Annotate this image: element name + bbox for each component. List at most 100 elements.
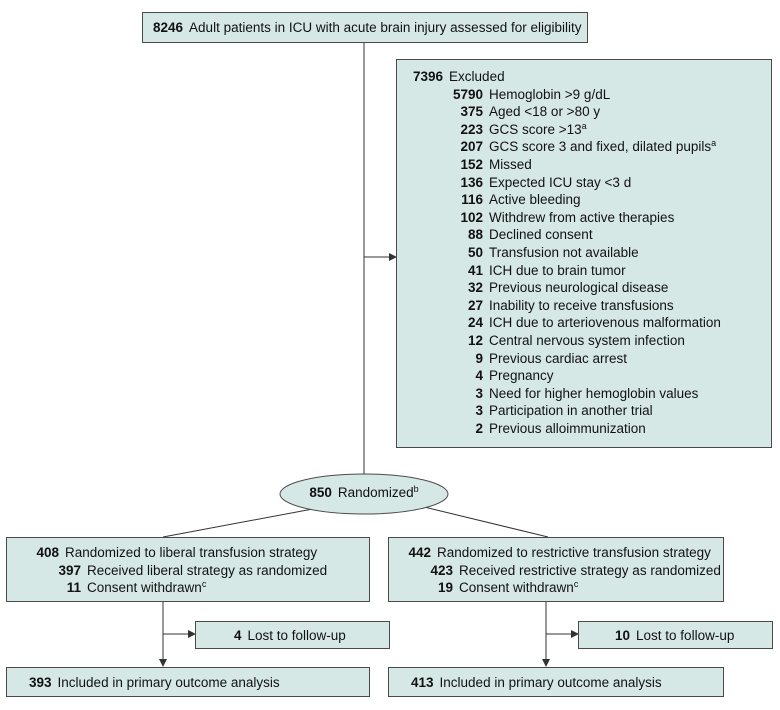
excluded-reason-label: ICH due to arteriovenous malformation xyxy=(489,315,721,331)
assessed-count: 8246 xyxy=(153,20,184,35)
excluded-reason-row: 375 Aged <18 or >80 y xyxy=(413,103,771,121)
restrictive-withdrawn-footnote: c xyxy=(573,579,579,590)
liberal-analysis-label: Included in primary outcome analysis xyxy=(57,675,280,690)
excluded-reason-row: 24 ICH due to arteriovenous malformation xyxy=(413,314,771,332)
line-randomized-to-restrictive xyxy=(419,505,549,538)
excluded-reason-label: Central nervous system infection xyxy=(489,332,685,348)
excluded-reason-label: Withdrew from active therapies xyxy=(489,209,675,225)
excluded-reason-count: 4 xyxy=(475,368,483,384)
restrictive-lost-box: 10 Lost to follow-up xyxy=(578,621,773,649)
excluded-reason-label: Pregnancy xyxy=(489,368,554,384)
excluded-reason-row: 152 Missed xyxy=(413,156,771,174)
restrictive-analysis-box: 413 Included in primary outcome analysis xyxy=(388,667,724,697)
excluded-reason-count: 9 xyxy=(475,350,483,366)
excluded-reason-count: 152 xyxy=(460,156,483,172)
excluded-reason-count: 375 xyxy=(460,104,483,120)
excluded-reason-count: 136 xyxy=(460,174,483,190)
excluded-reason-label: Hemoglobin >9 g/dL xyxy=(489,86,611,102)
excluded-reason-label: Missed xyxy=(489,156,532,172)
liberal-label: Randomized to liberal transfusion strate… xyxy=(65,545,318,560)
excluded-reason-label: GCS score 3 and fixed, dilated pupils xyxy=(489,139,712,155)
excluded-reason-row: 88 Declined consent xyxy=(413,226,771,244)
excluded-reasons-list: 5790 Hemoglobin >9 g/dL 375 Aged <18 or >80… xyxy=(413,86,771,438)
excluded-reason-count: 41 xyxy=(467,262,483,278)
excluded-reason-count: 2 xyxy=(475,420,483,436)
excluded-reason-count: 223 xyxy=(460,121,483,137)
randomized-footnote: b xyxy=(413,484,419,494)
liberal-analysis-box: 393 Included in primary outcome analysis xyxy=(6,667,370,697)
excluded-reason-row: 9 Previous cardiac arrest xyxy=(413,350,771,368)
restrictive-lost-count: 10 xyxy=(615,628,631,643)
liberal-lost-count: 4 xyxy=(234,628,242,643)
excluded-reason-row: 207 GCS score 3 and fixed, dilated pupils… xyxy=(413,138,771,156)
randomized-text: 850 Randomizedb xyxy=(278,484,450,502)
excluded-reason-count: 27 xyxy=(467,297,483,313)
excluded-reason-count: 24 xyxy=(467,315,483,331)
excluded-label: Excluded xyxy=(449,69,505,84)
liberal-received-count: 397 xyxy=(58,562,81,578)
excluded-count: 7396 xyxy=(413,69,444,84)
restrictive-count: 442 xyxy=(408,545,431,560)
excluded-reason-label: Need for higher hemoglobin values xyxy=(489,385,699,401)
restrictive-received-count: 423 xyxy=(430,562,453,578)
restrictive-lost-label: Lost to follow-up xyxy=(636,628,735,643)
assessed-label: Adult patients in ICU with acute brain i… xyxy=(189,20,582,35)
excluded-reason-row: 2 Previous alloimmunization xyxy=(413,420,771,438)
restrictive-label: Randomized to restrictive transfusion st… xyxy=(437,545,711,560)
excluded-reason-label: Previous alloimmunization xyxy=(489,420,646,436)
excluded-reason-label: Transfusion not available xyxy=(489,244,639,260)
excluded-reason-row: 50 Transfusion not available xyxy=(413,244,771,262)
excluded-reason-count: 50 xyxy=(467,244,483,260)
restrictive-analysis-count: 413 xyxy=(411,675,434,690)
excluded-reason-count: 32 xyxy=(467,280,483,296)
excluded-reason-label: Participation in another trial xyxy=(489,403,653,419)
restrictive-analysis-label: Included in primary outcome analysis xyxy=(439,675,662,690)
excluded-reason-count: 88 xyxy=(467,227,483,243)
restrictive-withdrawn-count: 19 xyxy=(437,580,453,596)
excluded-reason-footnote: a xyxy=(711,138,717,149)
excluded-reason-row: 27 Inability to receive transfusions xyxy=(413,297,771,315)
assessed-box: 8246 Adult patients in ICU with acute bra… xyxy=(142,12,588,43)
excluded-reason-label: Declined consent xyxy=(489,227,593,243)
excluded-reason-row: 4 Pregnancy xyxy=(413,367,771,385)
excluded-reason-footnote: a xyxy=(581,120,587,131)
excluded-reason-row: 102 Withdrew from active therapies xyxy=(413,209,771,227)
liberal-arm-box: 408 Randomized to liberal transfusion str… xyxy=(6,537,370,602)
line-randomized-to-liberal xyxy=(162,507,319,538)
excluded-reason-count: 5790 xyxy=(452,86,483,102)
excluded-reason-row: 116 Active bleeding xyxy=(413,191,771,209)
excluded-reason-count: 207 xyxy=(460,139,483,155)
excluded-reason-label: Inability to receive transfusions xyxy=(489,297,674,313)
excluded-reason-label: Aged <18 or >80 y xyxy=(489,104,601,120)
excluded-box: 7396 Excluded 5790 Hemoglobin >9 g/dL 375 Ag… xyxy=(396,59,772,448)
liberal-analysis-count: 393 xyxy=(29,675,52,690)
liberal-withdrawn-label: Consent withdrawn xyxy=(87,580,202,596)
excluded-reason-label: Active bleeding xyxy=(489,192,581,208)
excluded-reason-label: ICH due to brain tumor xyxy=(489,262,626,278)
liberal-received-label: Received liberal strategy as randomized xyxy=(87,562,328,578)
randomized-label: Randomized xyxy=(337,485,414,500)
excluded-reason-row: 32 Previous neurological disease xyxy=(413,279,771,297)
excluded-reason-count: 102 xyxy=(460,209,483,225)
excluded-reason-row: 136 Expected ICU stay <3 d xyxy=(413,174,771,192)
excluded-reason-label: Previous cardiac arrest xyxy=(489,350,628,366)
liberal-withdrawn-count: 11 xyxy=(66,580,81,596)
liberal-count: 408 xyxy=(36,545,59,560)
liberal-withdrawn-footnote: c xyxy=(201,579,207,590)
restrictive-arm-box: 442 Randomized to restrictive transfusion… xyxy=(388,537,724,602)
excluded-reason-label: Expected ICU stay <3 d xyxy=(489,174,632,190)
excluded-header: 7396 Excluded xyxy=(413,68,771,86)
restrictive-received-label: Received restrictive strategy as randomi… xyxy=(459,562,721,578)
liberal-lost-box: 4 Lost to follow-up xyxy=(195,621,390,649)
excluded-reason-label: Previous neurological disease xyxy=(489,280,669,296)
excluded-reason-row: 41 ICH due to brain tumor xyxy=(413,262,771,280)
liberal-lost-label: Lost to follow-up xyxy=(247,628,346,643)
excluded-reason-count: 116 xyxy=(461,192,483,208)
randomized-count: 850 xyxy=(309,485,332,500)
restrictive-withdrawn-label: Consent withdrawn xyxy=(459,580,574,596)
